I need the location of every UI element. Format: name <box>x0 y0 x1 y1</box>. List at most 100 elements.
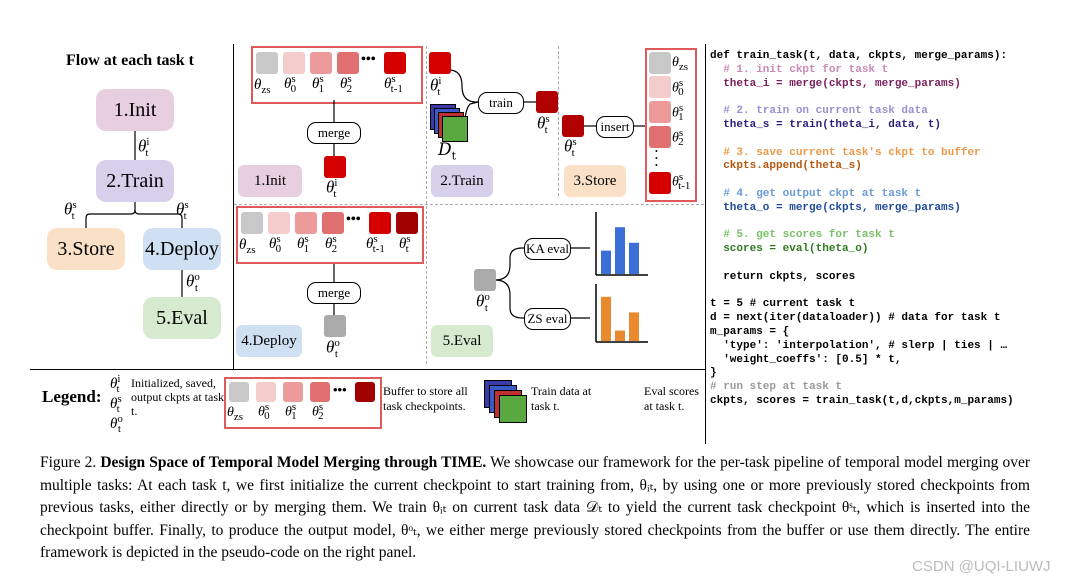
train-input-square <box>429 52 451 74</box>
train-op: train <box>478 92 524 114</box>
code-line: # 3. save current task's ckpt to buffer <box>710 146 981 159</box>
theta-i-init: θit <box>326 177 338 201</box>
store-ckpt-t-1 <box>649 172 671 194</box>
deploy-ckpt-zs <box>241 212 263 234</box>
stage-eval: 5.Eval <box>143 297 221 339</box>
code-line: 'weight_coeffs': [0.5] * t, <box>710 353 902 366</box>
theta-i-train: θit <box>430 75 442 99</box>
merge-op-deploy: merge <box>307 282 361 304</box>
train-cell-label: 2.Train <box>431 165 493 197</box>
flow-connectors <box>85 131 183 297</box>
stage-store: 3.Store <box>47 228 125 270</box>
store-ckpt-2 <box>649 126 671 148</box>
theta-i-flow: θit <box>138 136 150 160</box>
merge-op-init: merge <box>307 122 361 144</box>
code-line: scores = eval(theta_o) <box>710 243 869 256</box>
deploy-theta-t-1: θst-1 <box>366 233 385 255</box>
store-cell-label: 3.Store <box>564 165 626 197</box>
code-line: theta_s = train(theta_i, data, t) <box>710 119 942 131</box>
deploy-theta-t: θst <box>399 233 411 255</box>
init-cell-label: 1.Init <box>238 165 302 197</box>
flow-title: Flow at each task t <box>66 52 194 69</box>
deploy-theta-1: θs1 <box>297 233 310 255</box>
dash-h1 <box>234 204 704 205</box>
ckpt-2 <box>337 52 359 74</box>
theta-0: θs0 <box>284 73 297 95</box>
theta-i-square <box>324 156 346 178</box>
code-line: d = next(iter(dataloader)) # data for ta… <box>710 312 1001 325</box>
caption-label: Figure 2. <box>40 454 97 471</box>
theta-o-flow: θot <box>186 271 200 295</box>
theta-o-eval: θot <box>476 291 490 315</box>
ckpt-0 <box>283 52 305 74</box>
theta-s-train: θst <box>537 113 550 137</box>
score-bar <box>615 227 625 274</box>
ckpt-zs <box>256 52 278 74</box>
caption-title: Design Space of Temporal Model Merging t… <box>100 454 487 471</box>
legend-divider <box>30 369 705 370</box>
score-bar <box>629 242 639 274</box>
code-line: ckpts.append(theta_s) <box>710 160 862 173</box>
stage-init: 1.Init <box>96 89 174 131</box>
code-line: return ckpts, scores <box>710 270 856 283</box>
legend-theta-text: Initialized, saved, output ckpts at task… <box>131 376 224 418</box>
theta-o-eval-square <box>474 269 496 291</box>
caption-text: We showcase our framework for the per-ta… <box>40 454 1030 561</box>
ckpt-t-1 <box>384 52 406 74</box>
ckpt-1 <box>310 52 332 74</box>
dash-v2 <box>558 46 559 196</box>
code-line: # 4. get output ckpt at task t <box>710 188 922 200</box>
store-ckpt-0 <box>649 76 671 98</box>
code-line: # 5. get scores for task t <box>710 229 895 242</box>
legend-title: Legend: <box>42 387 102 406</box>
deploy-ckpt-t-1 <box>369 212 391 234</box>
code-line: m_params = { <box>710 326 790 338</box>
legend-dots: ••• <box>333 382 347 397</box>
deploy-cell-label: 4.Deploy <box>236 325 302 357</box>
code-line: t = 5 # current task t <box>710 298 856 311</box>
legend-theta-1: θs1 <box>285 401 297 423</box>
deploy-dots: ••• <box>346 212 361 227</box>
legend-buffer-text: Buffer to store all task checkpoints. <box>383 384 468 413</box>
deploy-theta-2: θs2 <box>325 233 338 255</box>
deploy-ckpt-1 <box>295 212 317 234</box>
store-theta-0: θs0 <box>672 77 684 99</box>
theta-s-left: θst <box>64 199 77 223</box>
legend-theta-o: θot <box>110 413 123 435</box>
legend-theta-0: θs0 <box>258 401 270 423</box>
code-line: 'type': 'interpolation', # slerp | ties … <box>710 339 1008 352</box>
legend-ckpt-0 <box>256 382 276 402</box>
code-line: # 2. train on current task data <box>710 105 928 118</box>
legend-ckpt-2 <box>310 382 330 402</box>
code-line: ckpts, scores = train_task(t,d,ckpts,m_p… <box>710 395 1014 407</box>
score-bar <box>615 330 625 341</box>
legend-ckpt-t-1 <box>355 382 375 402</box>
zs-eval-op: ZS eval <box>524 308 571 330</box>
ka-eval-op: KA eval <box>524 238 571 260</box>
score-bar <box>601 296 611 341</box>
theta-1: θs1 <box>312 73 325 95</box>
eval-cell-label: 5.Eval <box>431 325 493 357</box>
score-bar <box>629 312 639 341</box>
code-line: theta_o = merge(ckpts, merge_params) <box>710 201 961 214</box>
deploy-theta-0: θs0 <box>269 233 282 255</box>
legend-theta-i: θit <box>110 373 121 395</box>
dots: ••• <box>361 52 376 67</box>
code-line: theta_i = merge(ckpts, merge_params) <box>710 77 961 90</box>
deploy-ckpt-0 <box>268 212 290 234</box>
panel-border-right <box>705 44 706 444</box>
code-line: # 1. init ckpt for task t <box>710 63 889 76</box>
data-stack-icon <box>430 104 470 144</box>
store-ckpt-zs <box>649 52 671 74</box>
store-theta-1: θs1 <box>672 102 684 124</box>
legend-theta-s: θst <box>110 393 122 415</box>
theta-s-store: θst <box>564 136 577 160</box>
legend-data-text: Train data at task t. <box>531 384 592 413</box>
code-line: # run step at task t <box>710 381 843 394</box>
theta-s-train-square <box>536 91 558 113</box>
deploy-theta-zs: θzs <box>239 237 256 256</box>
theta-s-right: θst <box>176 199 189 223</box>
dash-v1 <box>426 46 427 364</box>
stage-train: 2.Train <box>96 160 174 202</box>
insert-op: insert <box>596 116 634 138</box>
